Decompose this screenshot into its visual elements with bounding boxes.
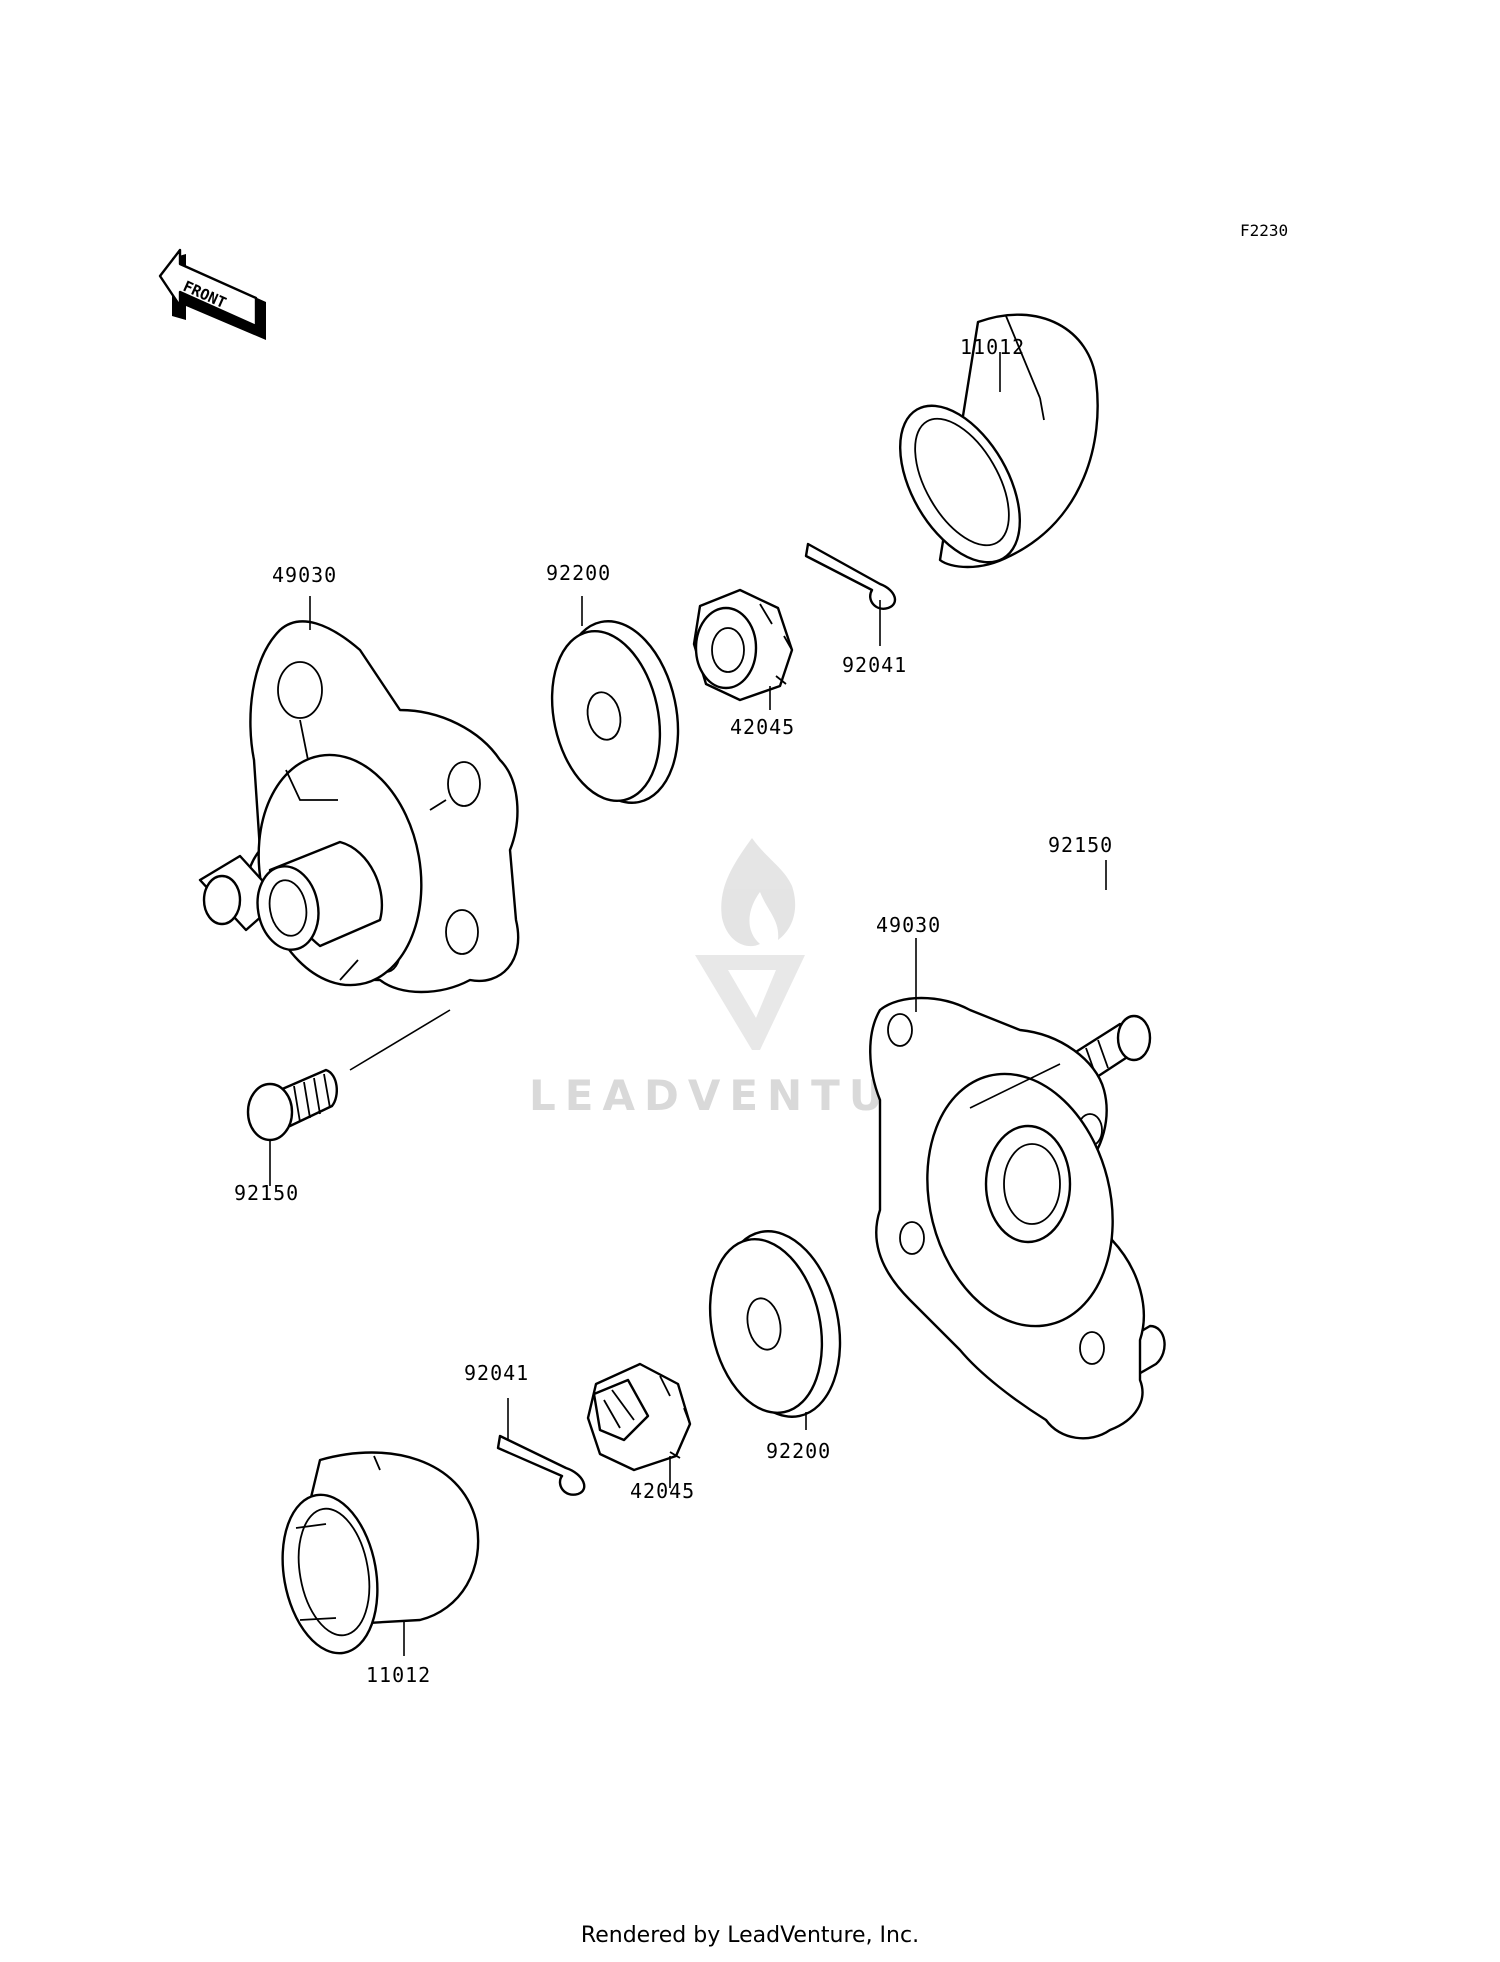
wheel-hub-right (869, 996, 1166, 1440)
watermark-logo (695, 838, 805, 1050)
callout-49030-right: 49030 (876, 913, 941, 937)
footer-credit: Rendered by LeadVenture, Inc. (581, 1923, 919, 1948)
hub-bolt-left (246, 1068, 338, 1142)
leader-lines (269, 352, 1107, 1656)
front-arrow-icon: FRONT (158, 248, 266, 340)
diagram-code: F2230 (1240, 221, 1288, 240)
castle-nut-top (692, 588, 794, 702)
hub-cap-top (898, 313, 1099, 569)
cotter-pin-bottom (496, 1434, 586, 1496)
callout-92150-left: 92150 (234, 1181, 299, 1205)
washer-top (550, 620, 680, 804)
callout-92200-bottom: 92200 (766, 1439, 831, 1463)
castle-nut-bottom (586, 1362, 692, 1472)
callout-92041-bottom: 92041 (464, 1361, 529, 1385)
callout-92200-top: 92200 (546, 561, 611, 585)
callout-49030-left: 49030 (272, 563, 337, 587)
cotter-pin-top (804, 542, 897, 610)
washer-bottom (708, 1230, 842, 1418)
wheel-hub-left (198, 620, 520, 994)
callout-42045-top: 42045 (730, 715, 795, 739)
hub-cap-bottom (281, 1451, 480, 1655)
callout-11012-bottom: 11012 (366, 1663, 431, 1687)
callout-92041-top: 92041 (842, 653, 907, 677)
callout-11012-top: 11012 (960, 335, 1025, 359)
callout-92150-right: 92150 (1048, 833, 1113, 857)
callout-42045-bottom: 42045 (630, 1479, 695, 1503)
